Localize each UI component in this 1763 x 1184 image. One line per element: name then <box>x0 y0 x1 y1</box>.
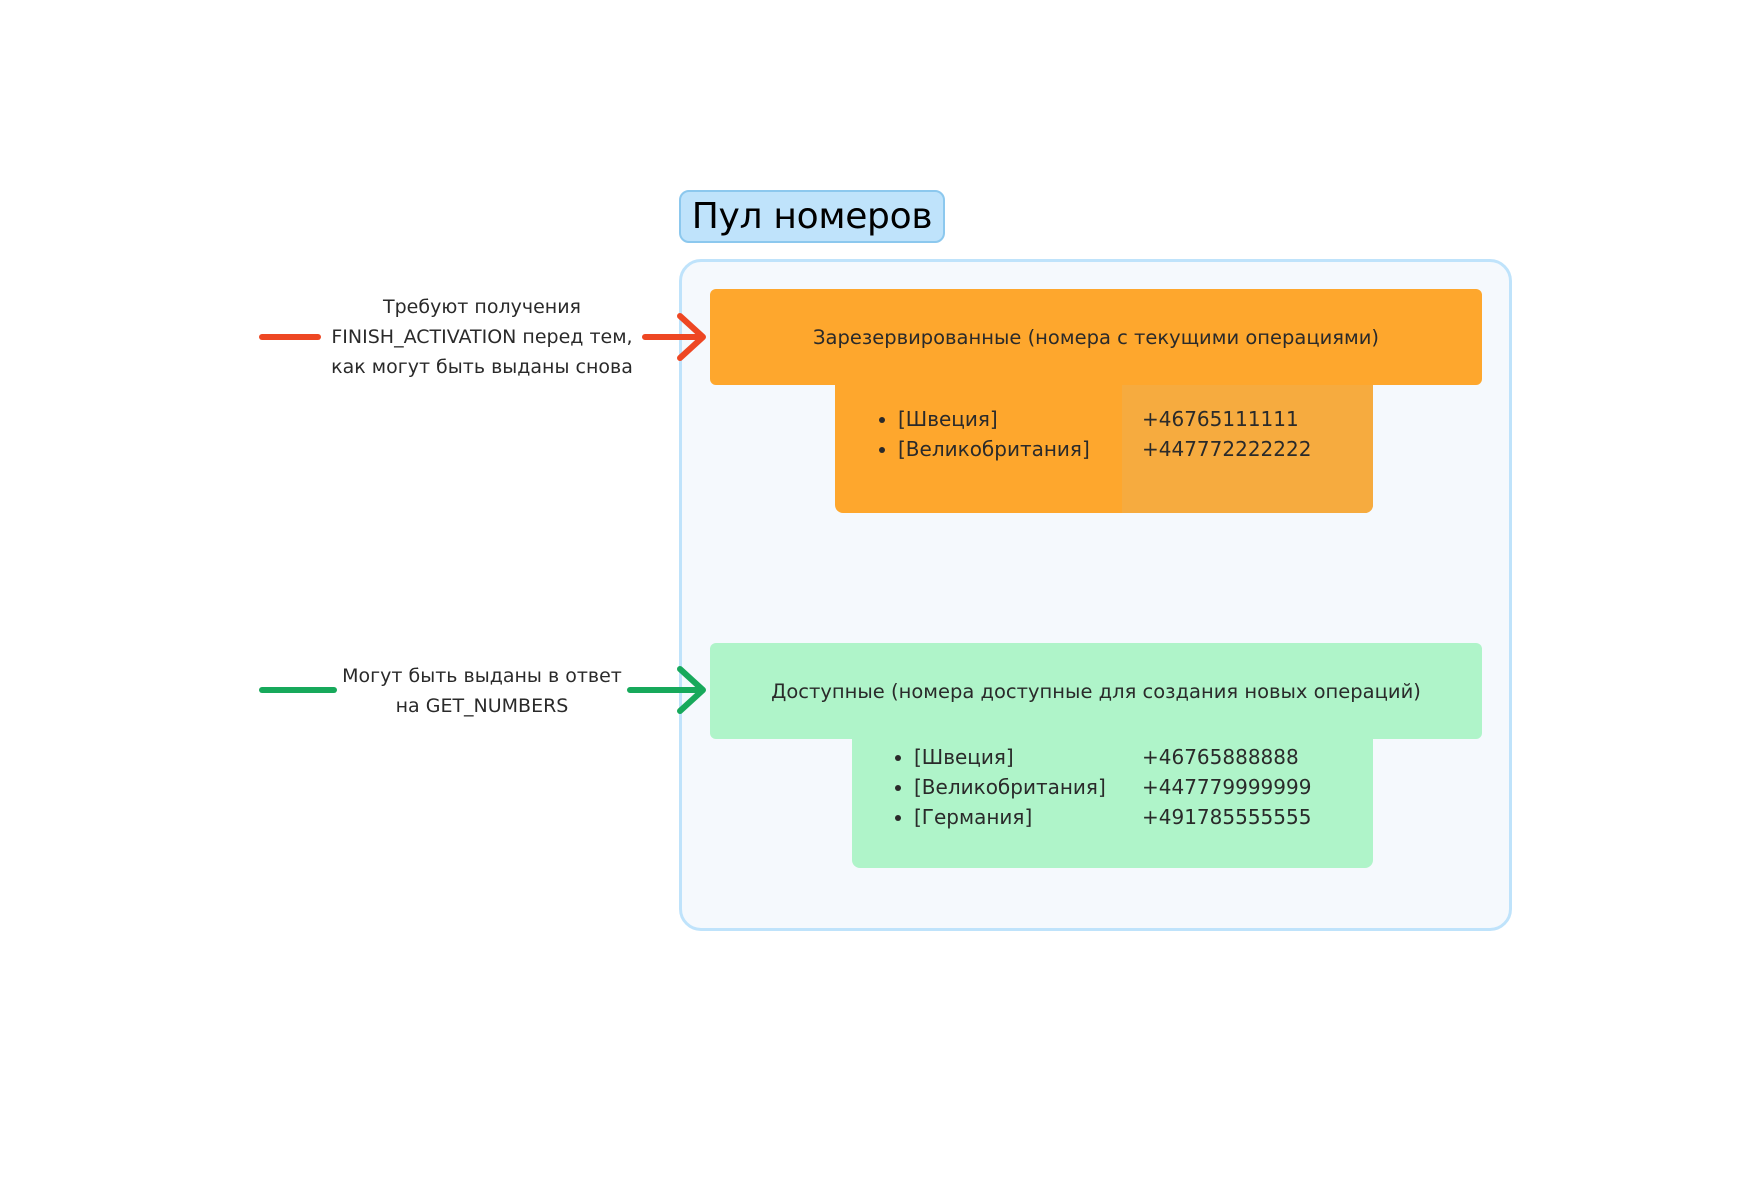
list-item: +491785555555 <box>1142 805 1312 829</box>
pool-title: Пул номеров <box>679 190 945 243</box>
list-item: +46765888888 <box>1142 745 1299 769</box>
list-item: [Германия] <box>914 802 1106 832</box>
list-item: [Великобритания] <box>914 772 1106 802</box>
available-annotation: Могут быть выданы в ответ на GET_NUMBERS <box>322 661 642 721</box>
reserved-country-list: [Швеция] [Великобритания] <box>898 404 1090 464</box>
annotation-line: как могут быть выданы снова <box>331 356 633 378</box>
available-country-list: [Швеция] [Великобритания] [Германия] <box>914 742 1106 832</box>
list-item: +46765111111 <box>1142 407 1299 431</box>
annotation-line: на GET_NUMBERS <box>395 695 569 717</box>
available-header: Доступные (номера доступные для создания… <box>710 643 1482 739</box>
annotation-line: FINISH_ACTIVATION перед тем, <box>331 326 633 348</box>
list-item: [Швеция] <box>898 404 1090 434</box>
list-item: [Швеция] <box>914 742 1106 772</box>
available-phone-list: +46765888888 +447779999999 +491785555555 <box>1142 742 1311 832</box>
list-item: +447772222222 <box>1142 437 1312 461</box>
reserved-phone-list: +46765111111 +447772222222 <box>1142 404 1311 464</box>
annotation-line: Требуют получения <box>383 296 581 318</box>
list-item: [Великобритания] <box>898 434 1090 464</box>
list-item: +447779999999 <box>1142 775 1312 799</box>
reserved-annotation: Требуют получения FINISH_ACTIVATION пере… <box>312 292 652 382</box>
annotation-line: Могут быть выданы в ответ <box>342 665 622 687</box>
available-numbers-panel <box>852 720 1373 868</box>
reserved-header: Зарезервированные (номера с текущими опе… <box>710 289 1482 385</box>
